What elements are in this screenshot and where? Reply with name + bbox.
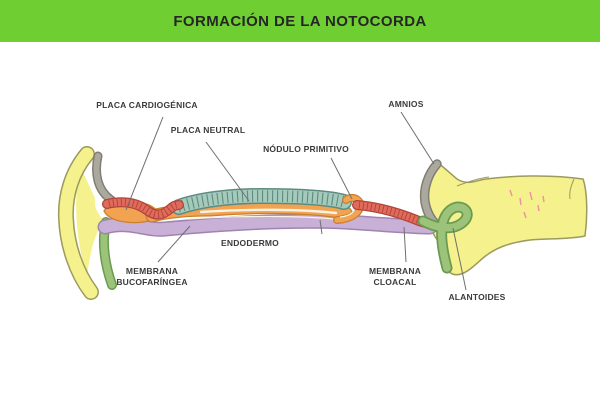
label-membrana-bucofaringea-line1: MEMBRANA bbox=[125, 266, 179, 276]
label-nodulo-primitivo: NÓDULO PRIMITIVO bbox=[263, 144, 349, 154]
leader-placa-neutral bbox=[205, 141, 250, 202]
label-placa-cardiogenica: PLACA CARDIOGÉNICA bbox=[96, 100, 198, 110]
leader-lines bbox=[125, 111, 467, 291]
right-yolk-body bbox=[426, 160, 588, 276]
label-membrana-bucofaringea-line2: BUCOFARÍNGEA bbox=[116, 277, 188, 287]
notochord-under-line bbox=[187, 215, 345, 221]
left-crescent bbox=[59, 147, 98, 299]
leader-membrana-cloacal bbox=[403, 226, 407, 263]
leader-alantoides bbox=[452, 227, 467, 291]
label-membrana-cloacal: MEMBRANA CLOACAL bbox=[369, 266, 421, 288]
allantois-tube bbox=[419, 203, 471, 272]
leader-amnios bbox=[400, 111, 435, 165]
label-amnios: AMNIOS bbox=[388, 99, 424, 109]
notochord-canal-slit bbox=[199, 208, 338, 215]
yolk-crease-line bbox=[456, 176, 490, 187]
label-placa-neutral: PLACA NEUTRAL bbox=[170, 125, 246, 135]
label-endodermo: ENDODERMO bbox=[221, 238, 279, 248]
leader-membrana-bucofaringea bbox=[157, 225, 191, 263]
label-membrana-cloacal-line2: CLOACAL bbox=[373, 277, 417, 287]
yolk-pink-speckles bbox=[509, 189, 545, 219]
label-alantoides: ALANTOIDES bbox=[448, 292, 506, 302]
leader-endodermo bbox=[319, 219, 323, 235]
leader-placa-cardiogenica bbox=[125, 116, 164, 211]
red-band-left-ticks bbox=[108, 198, 179, 218]
title-bar: FORMACIÓN DE LA NOTOCORDA bbox=[0, 0, 600, 42]
page-title: FORMACIÓN DE LA NOTOCORDA bbox=[173, 12, 427, 30]
label-membrana-bucofaringea: MEMBRANA BUCOFARÍNGEA bbox=[116, 266, 187, 288]
neural-plate-stripes bbox=[176, 190, 347, 213]
left-fork-yellow-wedge bbox=[76, 163, 105, 276]
yolk-crease-line-2 bbox=[569, 178, 575, 200]
endoderm-band bbox=[99, 215, 436, 236]
label-membrana-cloacal-line1: MEMBRANA bbox=[368, 266, 422, 276]
left-amnion-strip bbox=[93, 153, 113, 202]
leader-nodulo-primitivo bbox=[330, 157, 353, 200]
